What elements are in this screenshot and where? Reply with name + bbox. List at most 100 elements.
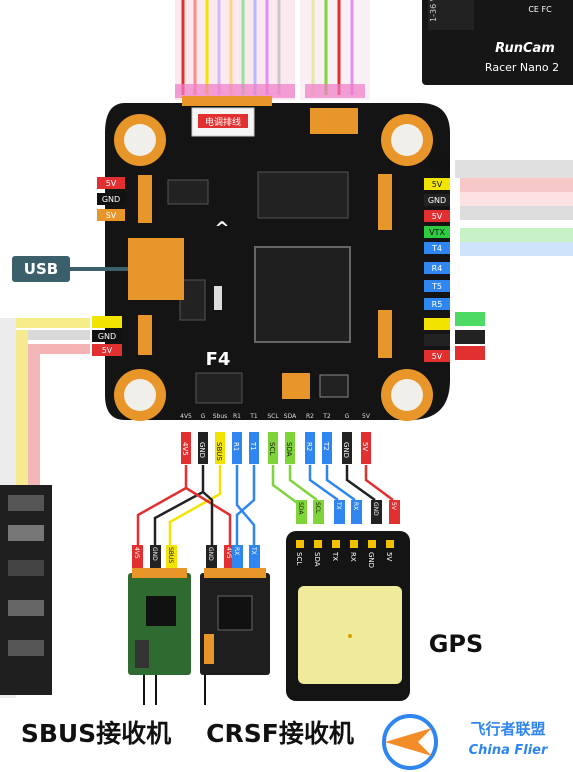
right-pad-label: 5V xyxy=(432,352,443,361)
flight-controller-board: 电调排线 ^ F4 xyxy=(105,96,450,421)
right-pad-label: GND xyxy=(428,196,446,205)
gps-pin-label: SCL xyxy=(295,552,303,565)
right-pad-label: 5V xyxy=(432,212,443,221)
bottom-pad-label: T1 xyxy=(249,441,257,451)
sbus-receiver-title: SBUS接收机 xyxy=(21,719,171,748)
crsf-receiver xyxy=(200,568,270,705)
bottom-silk-label: T1 xyxy=(249,413,258,420)
bottom-pad-tag xyxy=(198,432,208,464)
right-pad-tag xyxy=(424,334,450,346)
crsf-wire-label: RX xyxy=(233,547,240,555)
bottom-pad-label: GND xyxy=(198,442,206,458)
sbus-wire-label: SBUS xyxy=(167,547,174,563)
bottom-pad-tag xyxy=(181,432,191,464)
bottom-pad-label: T2 xyxy=(322,441,330,451)
bottom-silk-label: 5V xyxy=(362,413,371,420)
gps-wire-label: SCL xyxy=(314,502,321,514)
crsf-wire-label: TX xyxy=(250,546,257,555)
camera-wire-bundle xyxy=(175,0,370,100)
mount-hole-tr xyxy=(381,114,433,166)
ce-fcc-mark: CE FC xyxy=(528,5,552,14)
right-pad-tag xyxy=(424,242,450,254)
bottom-pad-tag xyxy=(322,432,332,464)
right-pad-tag xyxy=(424,262,450,274)
right-pad-label: T5 xyxy=(431,282,442,291)
bottom-pads: 4V54V5GNDGSBUSSbusR1R1T1T1SCLSCLSDASDAR2… xyxy=(180,413,371,464)
bottom-silk-label: SCL xyxy=(267,413,279,420)
right-pad-tag xyxy=(424,178,450,190)
sbus-wire-label: 4V5 xyxy=(133,547,140,559)
bottom-pad-tag xyxy=(215,432,225,464)
gps-pin-label: GND xyxy=(367,552,375,568)
mcu-chip xyxy=(254,246,351,343)
board-title: F4 xyxy=(206,349,231,370)
bottom-pad-label: SDA xyxy=(285,442,293,457)
gps-wire-label: 5V xyxy=(390,502,397,511)
gps-pin-header: SCL SDA TX RX GND 5V xyxy=(295,540,394,568)
right-pad-tag xyxy=(424,194,450,206)
gps-wire-label: SDA xyxy=(297,502,304,515)
watermark-en: China Flier xyxy=(469,743,549,758)
left-pads: 5V GND SV GND 5V xyxy=(92,175,152,356)
mount-hole-br xyxy=(381,369,433,421)
gps-wire-label: TX xyxy=(335,501,342,510)
right-pad-label: VTX xyxy=(429,228,445,237)
runcam-camera: RunCam Racer Nano 2 1-36 Video Menu CE F… xyxy=(422,0,573,85)
gps-wire-label: GND xyxy=(372,502,379,516)
gps-pin-label: RX xyxy=(349,552,357,562)
left-pad-label: 5V xyxy=(106,179,117,188)
mount-hole-tl xyxy=(114,114,166,166)
bottom-silk-label: SDA xyxy=(284,413,297,420)
bottom-silk-label: R2 xyxy=(306,413,314,420)
usb-callout: USB xyxy=(12,256,128,282)
right-pad-tag xyxy=(424,318,450,330)
crsf-receiver-title: CRSF接收机 xyxy=(206,719,354,748)
bottom-silk-label: 4V5 xyxy=(180,413,192,420)
crsf-wire-label: 4V5 xyxy=(225,547,232,559)
bottom-pad-tag xyxy=(285,432,295,464)
right-pad-tag xyxy=(424,350,450,362)
gps-pin-label: SDA xyxy=(313,552,321,567)
direction-arrow: ^ xyxy=(214,218,229,239)
usb-label: USB xyxy=(24,260,58,278)
gps-module: SCL SDA TX RX GND 5V xyxy=(286,531,410,701)
bottom-silk-label: T2 xyxy=(322,413,331,420)
bottom-pad-label: 5V xyxy=(361,442,369,451)
bottom-pad-label: GND xyxy=(342,442,350,458)
left-lower-pad-label: 5V xyxy=(102,346,113,355)
china-flier-logo: 飞行者联盟 China Flier xyxy=(382,714,549,770)
bottom-pad-tag xyxy=(268,432,278,464)
bottom-pad-tag xyxy=(232,432,242,464)
esc-connector-label: 电调排线 xyxy=(205,116,241,128)
left-pad-label: SV xyxy=(106,211,117,220)
bottom-silk-label: R1 xyxy=(233,413,241,420)
sbus-wire-label: GND xyxy=(151,547,158,561)
right-pad-tag xyxy=(424,280,450,292)
sbus-receiver xyxy=(128,568,191,705)
camera-model: Racer Nano 2 xyxy=(485,61,559,74)
gps-pin-label: TX xyxy=(331,551,339,561)
bottom-pad-tag xyxy=(249,432,259,464)
right-blurred-wires xyxy=(455,160,573,360)
right-pad-tag xyxy=(424,298,450,310)
left-lower-pad-label: GND xyxy=(98,332,116,341)
gps-wire-label: RX xyxy=(352,502,359,510)
bottom-pad-tag xyxy=(361,432,371,464)
bottom-pad-label: SCL xyxy=(268,442,276,455)
right-pad-label: R4 xyxy=(432,264,443,273)
right-pad-label: 5V xyxy=(432,180,443,189)
bottom-pad-label: 4V5 xyxy=(181,442,189,456)
right-pad-tag xyxy=(424,210,450,222)
bottom-pad-label: SBUS xyxy=(215,442,223,461)
gps-title: GPS xyxy=(429,630,484,658)
right-pad-label: R5 xyxy=(432,300,443,309)
right-pad-label: T4 xyxy=(431,244,442,253)
gps-pin-label: 5V xyxy=(385,552,393,561)
signal-wires xyxy=(136,465,394,545)
crsf-wire-label: GND xyxy=(207,547,214,561)
bottom-pad-label: R2 xyxy=(305,442,313,451)
bottom-silk-label: Sbus xyxy=(213,413,228,420)
